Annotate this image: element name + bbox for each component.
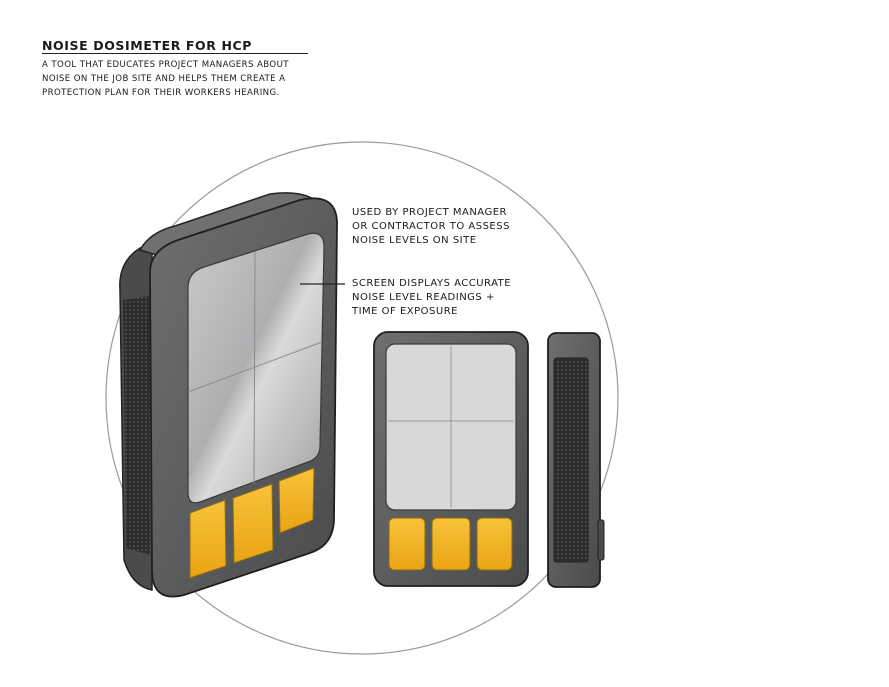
usage-line: NOISE LEVELS ON SITE (352, 235, 477, 246)
screen-line: SCREEN DISPLAYS ACCURATE (352, 278, 512, 289)
button (388, 517, 426, 571)
screen (187, 232, 325, 504)
button (431, 517, 471, 571)
page-title: NOISE DOSIMETER FOR HCP (42, 38, 253, 53)
screen-line: NOISE LEVEL READINGS + (352, 292, 495, 303)
device-perspective-view (119, 192, 338, 598)
screen-line: TIME OF EXPOSURE (352, 306, 458, 317)
title-underline (42, 53, 308, 54)
speaker-grille (553, 357, 589, 563)
description-line: A TOOL THAT EDUCATES PROJECT MANAGERS AB… (42, 60, 289, 70)
usage-line: OR CONTRACTOR TO ASSESS (352, 221, 510, 232)
usage-note: USED BY PROJECT MANAGER OR CONTRACTOR TO… (352, 206, 510, 248)
speaker-grille (123, 296, 150, 555)
button (232, 483, 274, 564)
button (189, 499, 227, 579)
description: A TOOL THAT EDUCATES PROJECT MANAGERS AB… (42, 58, 322, 100)
button (278, 467, 315, 534)
usage-line: USED BY PROJECT MANAGER (352, 207, 507, 218)
button (476, 517, 513, 571)
description-line: NOISE ON THE JOB SITE AND HELPS THEM CRE… (42, 74, 286, 84)
background-circle (105, 141, 619, 655)
screen-note: SCREEN DISPLAYS ACCURATE NOISE LEVEL REA… (352, 277, 511, 319)
device-side-view (547, 332, 605, 588)
description-line: PROTECTION PLAN FOR THEIR WORKERS HEARIN… (42, 88, 280, 98)
device-front-view (373, 331, 529, 587)
